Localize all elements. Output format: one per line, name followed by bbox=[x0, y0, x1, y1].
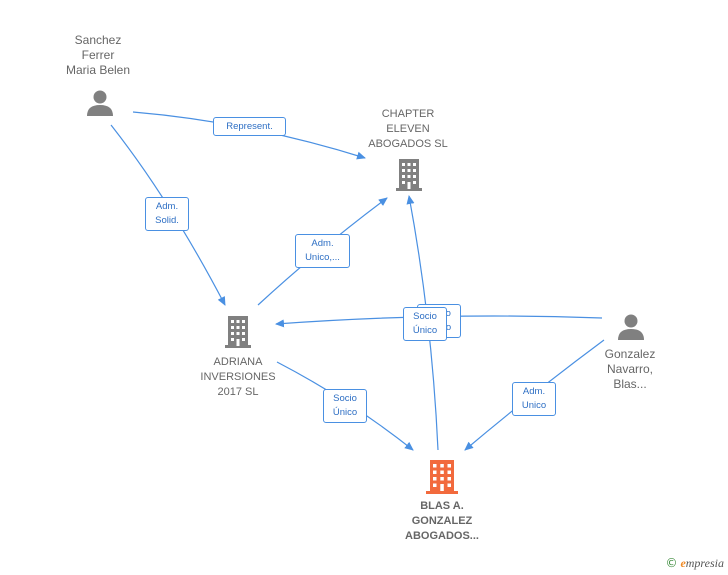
building-icon[interactable] bbox=[396, 159, 422, 191]
edge-badge-socio-unico-front[interactable]: Socio Único bbox=[403, 307, 447, 341]
node-label-blas[interactable]: BLAS A. GONZALEZ ABOGADOS... bbox=[405, 500, 479, 542]
node-label-sanchez[interactable]: Sanchez Ferrer Maria Belen bbox=[65, 33, 131, 77]
edge-badge-adm-solid[interactable]: Adm. Solid. bbox=[145, 197, 189, 231]
brand-initial: e bbox=[680, 556, 686, 570]
brand-footer: © empresia bbox=[665, 556, 724, 571]
copyright-symbol: © bbox=[665, 556, 678, 570]
person-icon[interactable] bbox=[618, 314, 644, 341]
building-icon[interactable] bbox=[426, 460, 458, 494]
building-icon[interactable] bbox=[225, 316, 251, 348]
edge-badge-adm-unico-ellipsis[interactable]: Adm. Unico,... bbox=[295, 234, 350, 268]
node-label-chapter[interactable]: CHAPTER ELEVEN ABOGADOS SL bbox=[368, 108, 448, 150]
edge-badge-represent[interactable]: Represent. bbox=[213, 117, 286, 136]
node-label-adriana[interactable]: ADRIANA INVERSIONES 2017 SL bbox=[200, 356, 276, 398]
node-label-gonzalez[interactable]: Gonzalez Navarro, Blas... bbox=[604, 347, 656, 391]
edge-badge-adm-unico[interactable]: Adm. Unico bbox=[512, 382, 556, 416]
person-icon[interactable] bbox=[87, 90, 113, 117]
brand-name: mpresia bbox=[685, 556, 724, 570]
edge-badge-socio-unico-adriana[interactable]: Socio Único bbox=[323, 389, 367, 423]
